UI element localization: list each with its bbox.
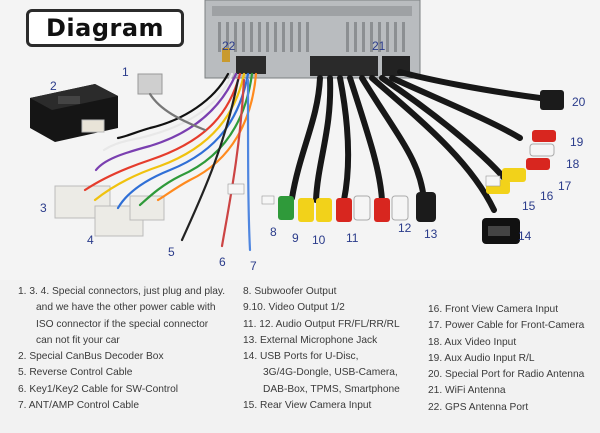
- callout-14: 14: [518, 229, 532, 243]
- legend-item: 19. Aux Audio Input R/L: [428, 352, 535, 364]
- legend-item: 7. ANT/AMP Control Cable: [18, 400, 139, 412]
- legend-item: 17. Power Cable for Front-Camera: [428, 320, 585, 332]
- callout-7: 7: [250, 259, 257, 273]
- callout-17: 17: [558, 179, 572, 193]
- callout-21: 21: [372, 39, 386, 53]
- callout-20: 20: [572, 95, 586, 109]
- legend-column-1: 1. 3. 4. Special connectors, just plug a…: [18, 284, 240, 414]
- legend-item: ISO connector if the special connector: [36, 318, 209, 330]
- wire-tags: [227, 175, 501, 205]
- legend-item: 6. Key1/Key2 Cable for SW-Control: [18, 383, 179, 395]
- callout-8: 8: [270, 225, 277, 239]
- callout-19: 19: [570, 135, 584, 149]
- callout-2: 2: [50, 79, 57, 93]
- rca-connectors-bottom: [278, 192, 436, 222]
- page-title: Diagram: [45, 14, 165, 42]
- callout-6: 6: [219, 255, 226, 269]
- special-connectors: [54, 73, 165, 237]
- legend-item: 20. Special Port for Radio Antenna: [428, 369, 585, 381]
- legend-item: 8. Subwoofer Output: [243, 286, 337, 297]
- legend-item: 15. Rear View Camera Input: [243, 400, 372, 412]
- canbus-decoder-box: [30, 84, 118, 142]
- callout-12: 12: [398, 221, 412, 235]
- legend-item: 22. GPS Antenna Port: [428, 401, 529, 413]
- legend: 1. 3. 4. Special connectors, just plug a…: [0, 284, 600, 433]
- diagram-title-box: Diagram: [26, 9, 184, 47]
- callout-9: 9: [292, 231, 299, 245]
- legend-item: can not fit your car: [36, 334, 120, 346]
- head-unit: [204, 0, 421, 79]
- av-cables: [289, 69, 543, 213]
- callout-3: 3: [40, 201, 47, 215]
- callout-22: 22: [222, 39, 236, 53]
- legend-item: DAB-Box, TPMS, Smartphone: [263, 383, 400, 395]
- legend-item: 21. WiFi Antenna: [428, 385, 506, 397]
- callout-1: 1: [122, 65, 129, 79]
- wiring-photo: Diagram 1 2 3 4 5 6 7 8 9 10 11 12 13 14…: [26, 0, 586, 273]
- callout-16: 16: [540, 189, 554, 203]
- legend-item: 5. Reverse Control Cable: [18, 367, 133, 379]
- legend-item: 9.10. Video Output 1/2: [243, 302, 345, 314]
- legend-column-2: 8. Subwoofer Output 9.10. Video Output 1…: [243, 284, 423, 414]
- callout-4: 4: [87, 233, 94, 247]
- harness-wires: [83, 72, 258, 252]
- legend-item: 3G/4G-Dongle, USB-Camera,: [263, 367, 398, 379]
- wiring-illustration: [30, 0, 564, 252]
- legend-item: 1. 3. 4. Special connectors, just plug a…: [18, 286, 226, 297]
- callout-15: 15: [522, 199, 536, 213]
- legend-item: 16. Front View Camera Input: [428, 304, 559, 315]
- legend-item: 18. Aux Video Input: [428, 336, 517, 348]
- callout-10: 10: [312, 233, 326, 247]
- legend-item: 2. Special CanBus Decoder Box: [18, 351, 164, 363]
- legend-item: 13. External Microphone Jack: [243, 334, 378, 346]
- callout-5: 5: [168, 245, 175, 259]
- callout-13: 13: [424, 227, 438, 241]
- callout-11: 11: [346, 231, 359, 245]
- legend-item: and we have the other power cable with: [36, 302, 216, 314]
- rca-connectors-right: [482, 90, 564, 244]
- legend-item: 11. 12. Audio Output FR/FL/RR/RL: [243, 318, 400, 330]
- legend-item: 14. USB Ports for U-Disc,: [243, 351, 359, 363]
- legend-column-3: 16. Front View Camera Input 17. Power Ca…: [428, 302, 598, 416]
- callout-18: 18: [566, 157, 580, 171]
